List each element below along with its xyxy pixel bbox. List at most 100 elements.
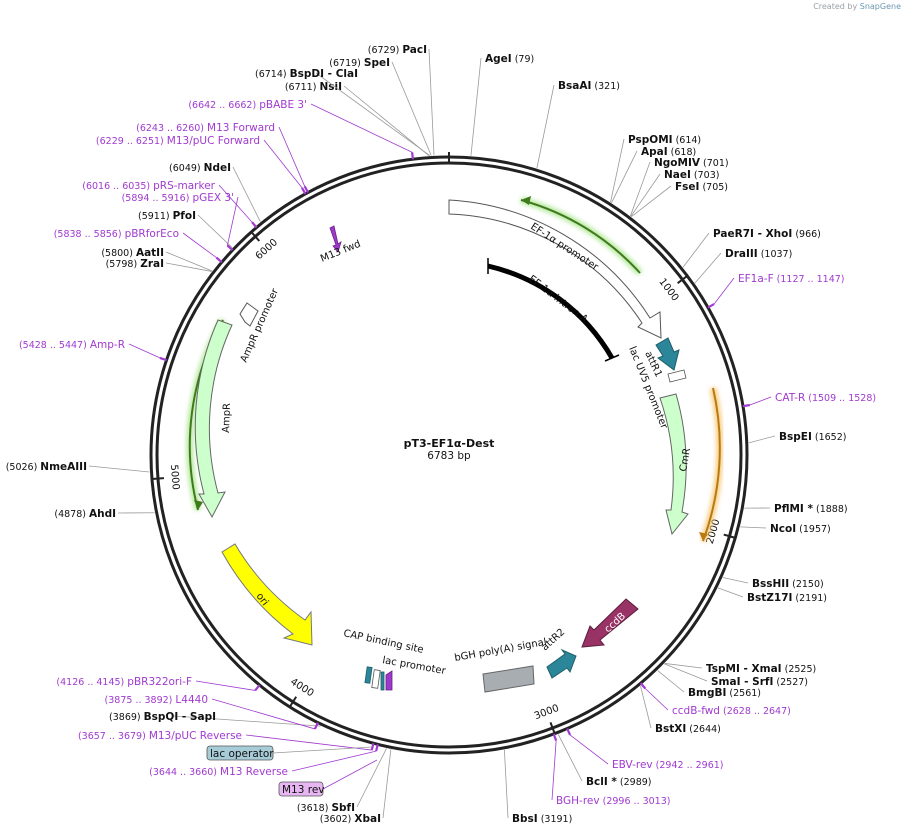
primer-l4440[interactable]: (3875 .. 3892) L4440 [105,694,319,730]
site-bspei[interactable]: BspEI (1652) [748,431,847,444]
lac-promoter-box[interactable] [371,669,381,689]
ef1a-promoter-arrow[interactable] [448,199,662,339]
site-leader [88,465,150,473]
primer-pbabe3[interactable]: (6642 .. 6662) pBABE 3' [188,99,415,160]
primer-bghrev[interactable]: BGH-rev (2996 .. 3013) [551,733,670,807]
primer-ef1af[interactable]: EF1a-F (1127 .. 1147) [707,273,845,309]
site-label: (5911) PfoI [138,210,196,222]
ruler-tick-6000 [250,231,261,242]
site-paci[interactable]: (6729) PacI [368,44,435,156]
primer-m13pucreverse[interactable]: (3657 .. 3679) M13/pUC Reverse [78,730,375,751]
primer-leader [227,196,239,246]
lac-operator-tag[interactable] [206,745,274,761]
primer-label: (3657 .. 3679) M13/pUC Reverse [78,730,242,742]
primer-mark [254,684,261,692]
site-leader [232,166,261,222]
site-bbsi[interactable]: BbsI (3191) [503,749,573,825]
site-pspomi[interactable]: PspOMI (614) [610,134,702,203]
lac-uv5-marker[interactable] [667,369,687,383]
primer-m13forward[interactable]: (6243 .. 6260) M13 Forward [136,122,309,193]
primer-label: (6016 .. 6035) pRS-marker [82,180,215,192]
site-apai[interactable]: ApaI (618) [611,146,697,204]
primer-label: EBV-rev (2942 .. 2961) [612,759,724,771]
site-agei[interactable]: AgeI (79) [470,53,534,156]
site-smai[interactable]: SmaI - SrfI (2527) [664,663,808,688]
site-pfoi[interactable]: (5911) PfoI [138,210,233,248]
site-sbfi[interactable]: (3618) SbfI [297,748,387,814]
cap-binding-site-box[interactable] [364,666,373,684]
site-bstxi[interactable]: BstXI (2644) [640,685,721,735]
site-bcli[interactable]: BclI * (2989) [557,734,652,788]
primer-label: (5894 .. 5916) pGEX 3' [122,192,234,204]
site-enzyme: XbaI [354,813,381,825]
site-draiii[interactable]: DraIII (1037) [694,248,792,284]
bgh-polya-box[interactable] [482,665,535,693]
site-label: PaeR7I - XhoI (966) [713,228,821,240]
site-ncoi[interactable]: NcoI (1957) [740,523,831,535]
site-position: (2150) [789,579,824,590]
site-paer7i[interactable]: PaeR7I - XhoI (966) [682,228,821,268]
attr2-arrow[interactable] [546,648,577,679]
credit-prefix: Created by [813,2,858,11]
ccdb-arrow[interactable] [581,598,639,648]
primer-ampr[interactable]: (5428 .. 5447) Amp-R [19,339,167,362]
site-fsei[interactable]: FseI (705) [631,181,728,218]
site-zrai[interactable]: (5798) ZraI [106,258,212,272]
site-pflmi[interactable]: PflMI * (1888) [744,503,848,515]
primer-mark [552,733,558,741]
site-label: (5800) AatII [101,247,164,259]
site-naei[interactable]: NaeI (703) [630,169,720,217]
cmr-arrow[interactable] [659,393,689,536]
primer-position: (4126 .. 4145) [56,677,127,688]
site-nmeaiii[interactable]: (5026) NmeAIII [6,461,150,473]
site-label: BstZ17I (2191) [747,592,827,604]
primer-label: (6229 .. 6251) M13/pUC Forward [96,135,260,147]
ampr-promoter-arrow[interactable] [239,302,259,327]
site-bspdi[interactable]: (6714) BspDI - ClaI [255,68,431,156]
site-position: (3191) [538,814,573,825]
site-enzyme-2: - SapI [178,711,216,723]
primer-m13pucforward[interactable]: (6229 .. 6251) M13/pUC Forward [96,135,307,195]
lac-operator-box[interactable] [380,671,385,691]
site-bsaai[interactable]: BsaAI (321) [536,80,620,169]
m13-rev-arrow[interactable] [385,670,393,691]
ef1a-intron-arc[interactable] [487,263,615,360]
site-enzyme: NcoI [770,523,796,535]
site-bmgbi[interactable]: BmgBI (2561) [657,670,761,699]
site-position: (1888) [813,504,848,515]
cat-primer-line [702,387,721,542]
site-bsshii[interactable]: BssHII (2150) [722,577,824,590]
site-aatii[interactable]: (5800) AatII [101,247,213,272]
primer-m13reverse[interactable]: (3644 .. 3660) M13 Reverse [149,744,379,778]
primer-ebvrev[interactable]: EBV-rev (2942 .. 2961) [566,728,724,771]
primer-position: (5894 .. 5916) [122,193,193,204]
m13-rev-tag[interactable] [278,781,324,797]
ampr-arrow[interactable] [194,319,233,519]
primer-pbrforeco[interactable]: (5838 .. 5856) pBRforEco [54,228,223,264]
primer-label: (5838 .. 5856) pBRforEco [54,228,179,240]
ori-arrow[interactable] [221,543,313,646]
site-xbai[interactable]: (3602) XbaI [320,749,392,825]
primer-pgex3[interactable]: (5894 .. 5916) pGEX 3' [122,192,239,252]
primer-position: (6229 .. 6251) [96,136,167,147]
primer-catr[interactable]: CAT-R (1509 .. 1528) [742,392,876,408]
primer-pbr322orif[interactable]: (4126 .. 4145) pBR322ori-F [56,676,261,692]
attr1-arrow[interactable] [655,337,680,371]
site-bstz17i[interactable]: BstZ17I (2191) [717,587,827,604]
primer-ccdbfwd[interactable]: ccdB-fwd (2628 .. 2647) [639,682,791,717]
site-nsii[interactable]: (6711) NsiI [285,81,430,156]
site-position: (703) [691,170,720,181]
m13-fwd-arrow[interactable] [329,225,342,253]
site-ndei[interactable]: (6049) NdeI [169,162,261,222]
site-tspmi[interactable]: TspMI - XmaI (2525) [664,663,816,675]
primer-leader [291,750,377,772]
site-ngomiv[interactable]: NgoMIV (701) [630,157,729,217]
site-label: NaeI (703) [664,169,719,181]
site-spei[interactable]: (6719) SpeI [329,57,432,156]
site-label: BssHII (2150) [752,578,824,590]
site-leader [664,663,708,682]
primer-label: (5428 .. 5447) Amp-R [19,339,125,351]
site-ahdi[interactable]: (4878) AhdI [54,508,155,520]
primer-prsmarker[interactable]: (6016 .. 6035) pRS-marker [82,180,258,229]
site-bspqi[interactable]: (3869) BspQI - SapI [109,711,321,727]
